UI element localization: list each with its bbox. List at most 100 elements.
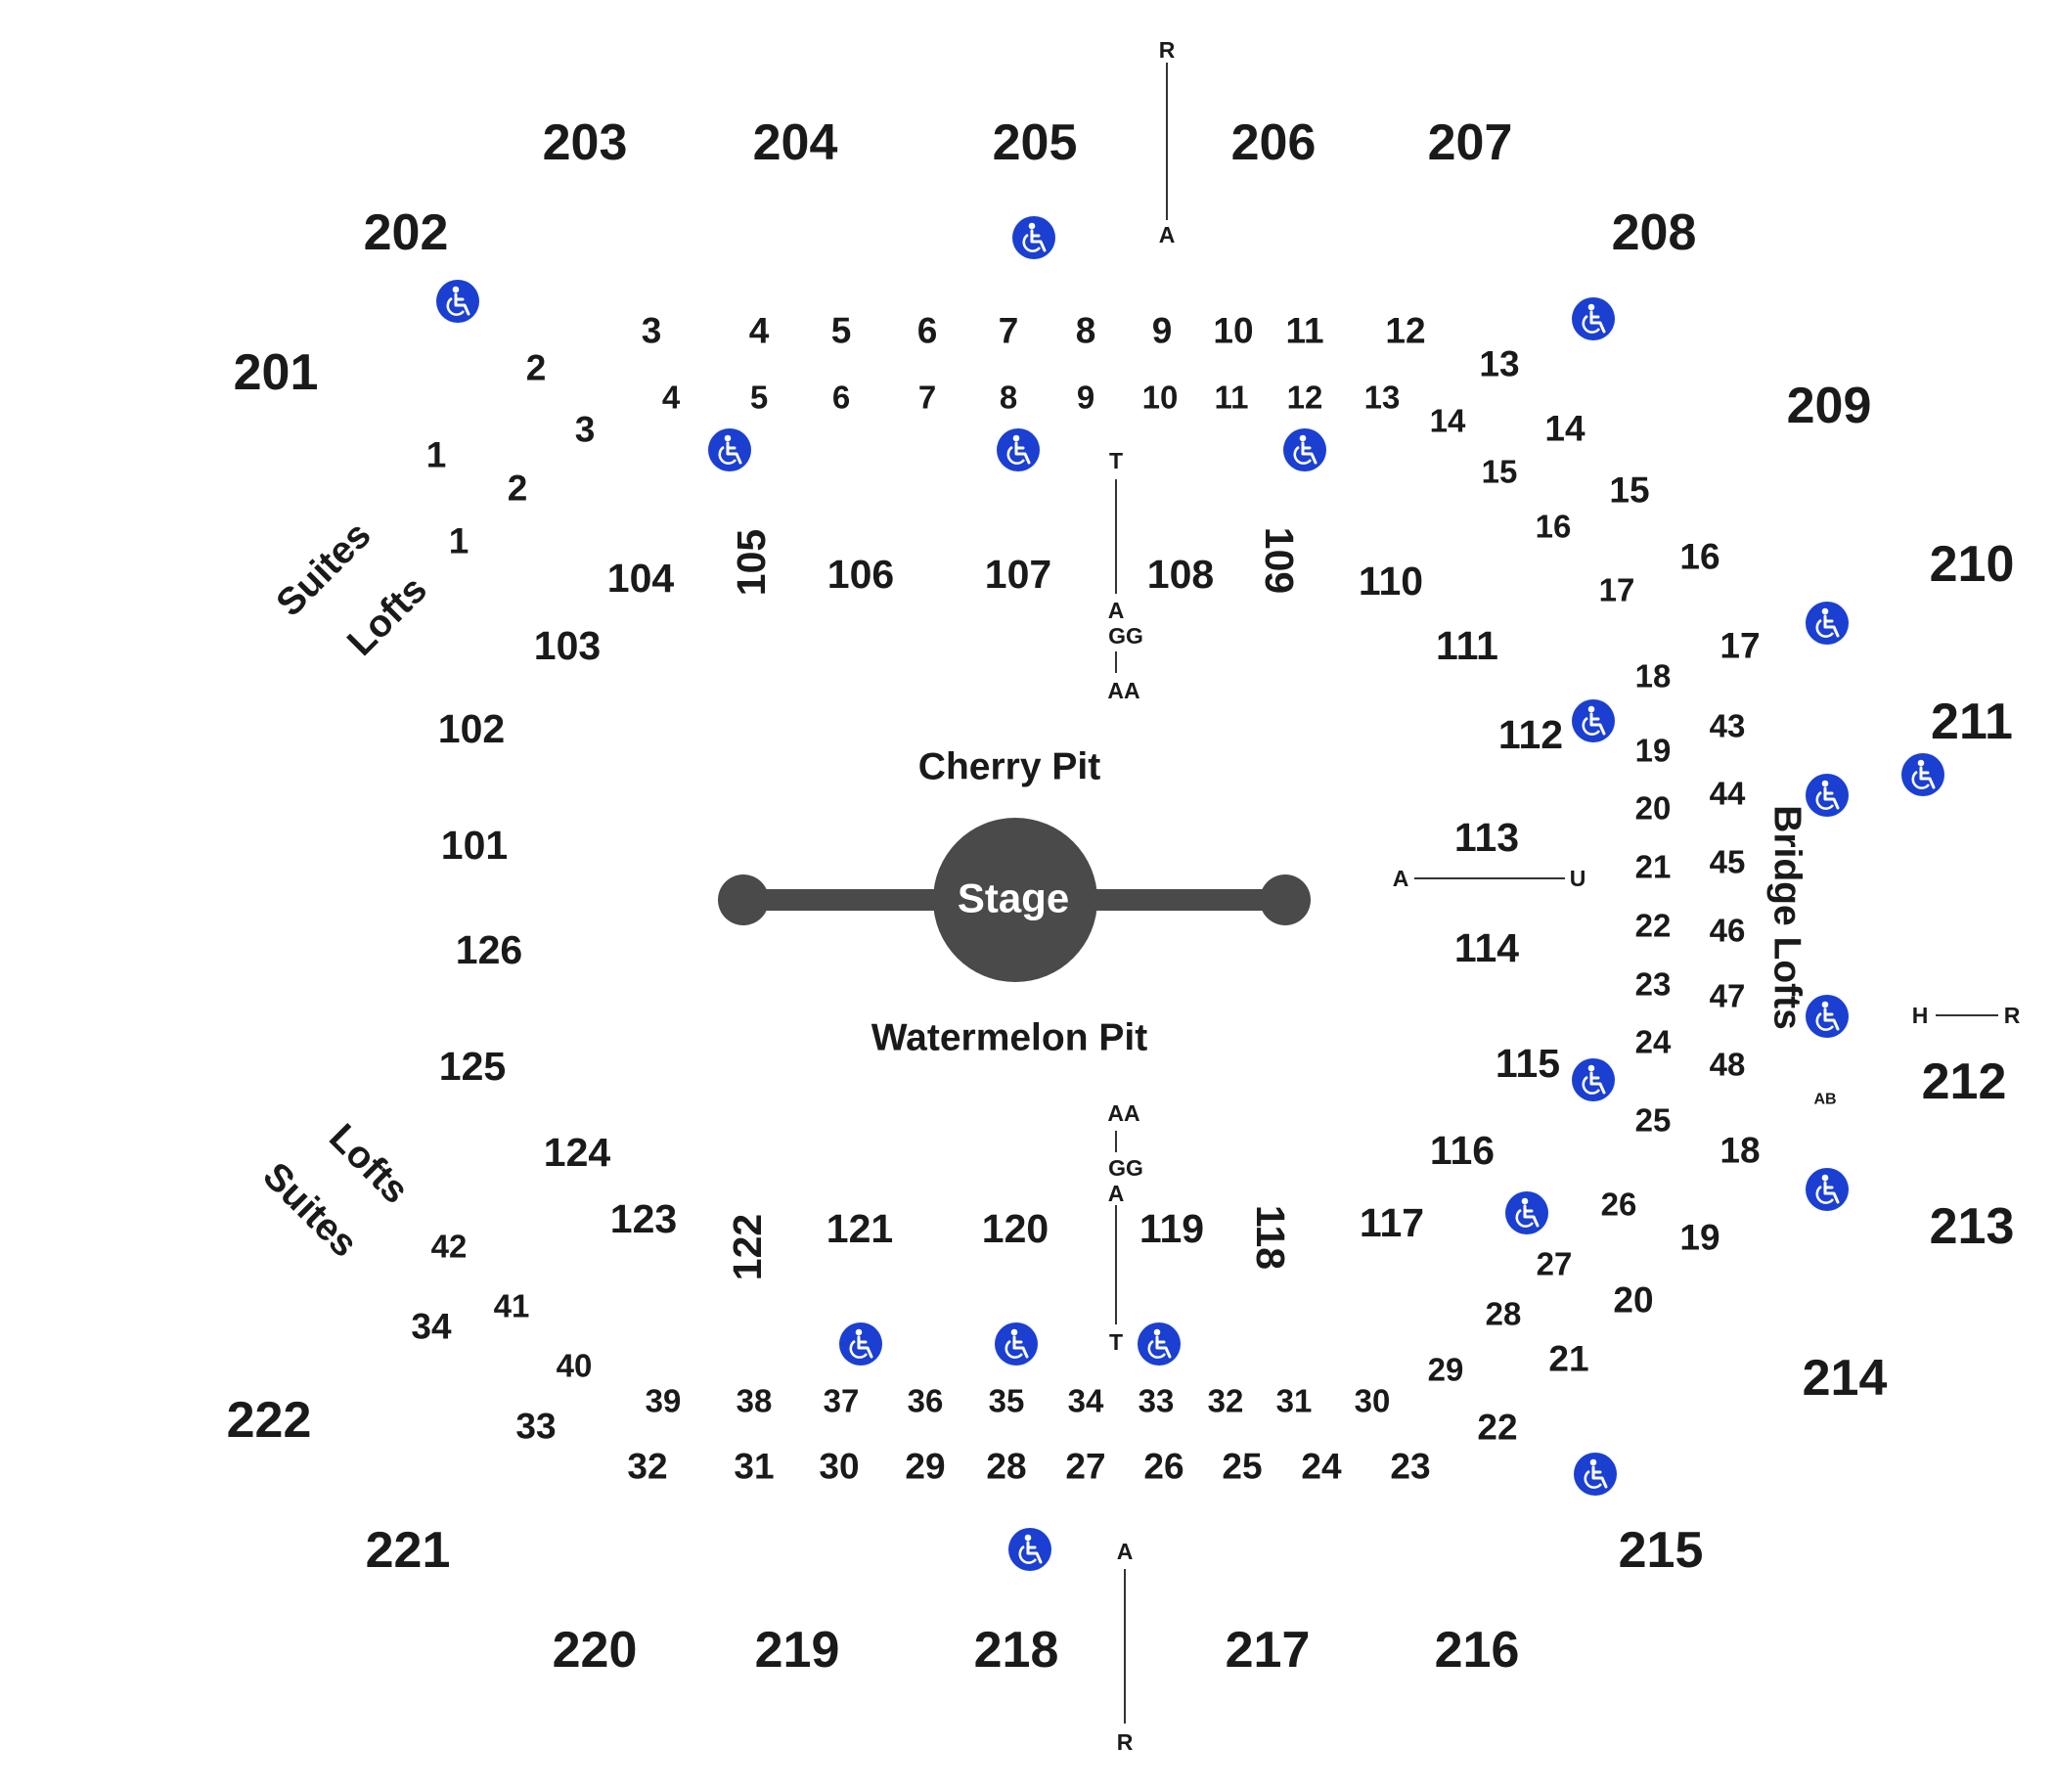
- box-bottom-outer-23[interactable]: 23: [1390, 1447, 1430, 1487]
- box-top-outer-3[interactable]: 3: [642, 311, 662, 351]
- wheelchair-accessible-icon[interactable]: [1572, 1451, 1619, 1498]
- wheelchair-accessible-icon[interactable]: [1899, 751, 1946, 798]
- section-215[interactable]: 215: [1619, 1522, 1704, 1579]
- section-103[interactable]: 103: [534, 623, 601, 668]
- box-top-inner-5[interactable]: 5: [750, 380, 768, 416]
- box-top-outer-11[interactable]: 11: [1285, 311, 1323, 351]
- box-bottom-inner-33[interactable]: 33: [1139, 1383, 1175, 1419]
- box-top-outer-14[interactable]: 14: [1544, 409, 1585, 449]
- wheelchair-accessible-icon[interactable]: [1006, 1526, 1053, 1573]
- section-218[interactable]: 218: [974, 1622, 1059, 1679]
- loft-46[interactable]: 46: [1710, 913, 1746, 949]
- box-top-outer-9[interactable]: 9: [1152, 311, 1173, 351]
- box-bottom-outer-28[interactable]: 28: [986, 1447, 1026, 1487]
- wheelchair-accessible-icon[interactable]: [1570, 295, 1617, 342]
- section-222[interactable]: 222: [227, 1392, 312, 1449]
- section-105[interactable]: 105: [729, 529, 774, 596]
- loft-44[interactable]: 44: [1710, 776, 1746, 812]
- box-bridge-20[interactable]: 20: [1635, 790, 1672, 827]
- box-bridge-27[interactable]: 27: [1537, 1246, 1573, 1282]
- section-106[interactable]: 106: [827, 552, 894, 597]
- box-right-19[interactable]: 19: [1679, 1218, 1719, 1258]
- section-110[interactable]: 110: [1359, 559, 1423, 604]
- box-bridge-26[interactable]: 26: [1601, 1187, 1637, 1223]
- section-124[interactable]: 124: [544, 1130, 611, 1175]
- section-220[interactable]: 220: [553, 1622, 638, 1679]
- section-206[interactable]: 206: [1231, 114, 1317, 171]
- box-top-inner-12[interactable]: 12: [1287, 380, 1323, 416]
- section-112[interactable]: 112: [1498, 712, 1563, 757]
- section-109[interactable]: 109: [1257, 527, 1302, 594]
- box-top-inner-6[interactable]: 6: [832, 380, 850, 416]
- wheelchair-accessible-icon[interactable]: [995, 426, 1042, 473]
- cherry-pit-label[interactable]: Cherry Pit: [918, 746, 1100, 788]
- box-bottom-inner-37[interactable]: 37: [824, 1383, 860, 1419]
- box-bridge-21[interactable]: 21: [1635, 849, 1672, 885]
- section-116[interactable]: 116: [1430, 1128, 1495, 1173]
- section-119[interactable]: 119: [1139, 1206, 1204, 1251]
- wheelchair-accessible-icon[interactable]: [1804, 993, 1851, 1040]
- section-219[interactable]: 219: [755, 1622, 840, 1679]
- section-117[interactable]: 117: [1360, 1200, 1424, 1245]
- section-212[interactable]: 212: [1922, 1053, 2007, 1110]
- box-bridge-23[interactable]: 23: [1635, 966, 1672, 1003]
- section-118[interactable]: 118: [1248, 1205, 1293, 1270]
- section-121[interactable]: 121: [826, 1206, 893, 1251]
- section-104[interactable]: 104: [607, 556, 675, 601]
- section-101[interactable]: 101: [441, 823, 508, 868]
- wheelchair-accessible-icon[interactable]: [1570, 697, 1617, 744]
- wheelchair-accessible-icon[interactable]: [1281, 426, 1328, 473]
- section-111[interactable]: 111: [1436, 623, 1498, 668]
- section-216[interactable]: 216: [1435, 1622, 1520, 1679]
- box-top-inner-17[interactable]: 17: [1599, 572, 1635, 608]
- loft-48[interactable]: 48: [1710, 1047, 1746, 1083]
- wheelchair-accessible-icon[interactable]: [837, 1321, 884, 1367]
- box-bottom-outer-29[interactable]: 29: [905, 1447, 945, 1487]
- section-202[interactable]: 202: [364, 204, 449, 261]
- section-108[interactable]: 108: [1147, 552, 1214, 597]
- wheelchair-accessible-icon[interactable]: [434, 278, 481, 325]
- box-top-inner-11[interactable]: 11: [1215, 380, 1249, 416]
- section-125[interactable]: 125: [439, 1044, 506, 1089]
- wheelchair-accessible-icon[interactable]: [993, 1321, 1040, 1367]
- box-right-20[interactable]: 20: [1613, 1280, 1653, 1321]
- watermelon-pit-label[interactable]: Watermelon Pit: [871, 1017, 1147, 1059]
- box-top-inner-16[interactable]: 16: [1536, 509, 1572, 545]
- box-top-outer-16[interactable]: 16: [1679, 537, 1719, 577]
- wheelchair-accessible-icon[interactable]: [1804, 1166, 1851, 1213]
- section-201[interactable]: 201: [234, 344, 319, 401]
- box-bridge-25[interactable]: 25: [1635, 1102, 1672, 1139]
- box-top-outer-15[interactable]: 15: [1609, 470, 1649, 511]
- section-126[interactable]: 126: [456, 927, 522, 972]
- wheelchair-accessible-icon[interactable]: [706, 426, 753, 473]
- box-bottom-inner-35[interactable]: 35: [989, 1383, 1025, 1419]
- section-210[interactable]: 210: [1930, 536, 2015, 593]
- section-123[interactable]: 123: [610, 1196, 677, 1241]
- box-bridge-22[interactable]: 22: [1635, 908, 1672, 944]
- box-left-inner-3[interactable]: 3: [575, 410, 596, 450]
- section-211[interactable]: 211: [1931, 694, 2013, 750]
- box-bottom-outer-27[interactable]: 27: [1065, 1447, 1105, 1487]
- loft-45[interactable]: 45: [1710, 844, 1746, 880]
- box-bridge-29[interactable]: 29: [1428, 1352, 1464, 1388]
- section-205[interactable]: 205: [993, 114, 1078, 171]
- section-209[interactable]: 209: [1787, 378, 1872, 434]
- box-top-outer-17[interactable]: 17: [1719, 626, 1760, 666]
- box-top-inner-13[interactable]: 13: [1364, 380, 1401, 416]
- wheelchair-accessible-icon[interactable]: [1570, 1056, 1617, 1103]
- box-bottom-outer-34[interactable]: 34: [411, 1307, 452, 1347]
- loft-47[interactable]: 47: [1710, 978, 1746, 1014]
- box-left-inner-2[interactable]: 2: [508, 469, 528, 509]
- box-top-inner-14[interactable]: 14: [1430, 403, 1466, 439]
- box-top-inner-15[interactable]: 15: [1482, 454, 1518, 490]
- box-bottom-outer-33[interactable]: 33: [515, 1407, 556, 1447]
- section-203[interactable]: 203: [543, 114, 628, 171]
- section-213[interactable]: 213: [1930, 1198, 2015, 1255]
- wheelchair-accessible-icon[interactable]: [1804, 600, 1851, 647]
- box-bottom-outer-30[interactable]: 30: [819, 1447, 859, 1487]
- box-top-outer-4[interactable]: 4: [749, 311, 770, 351]
- box-left-outer-1[interactable]: 1: [426, 435, 447, 475]
- section-114[interactable]: 114: [1454, 925, 1519, 970]
- section-102[interactable]: 102: [438, 706, 505, 751]
- wheelchair-accessible-icon[interactable]: [1136, 1321, 1183, 1367]
